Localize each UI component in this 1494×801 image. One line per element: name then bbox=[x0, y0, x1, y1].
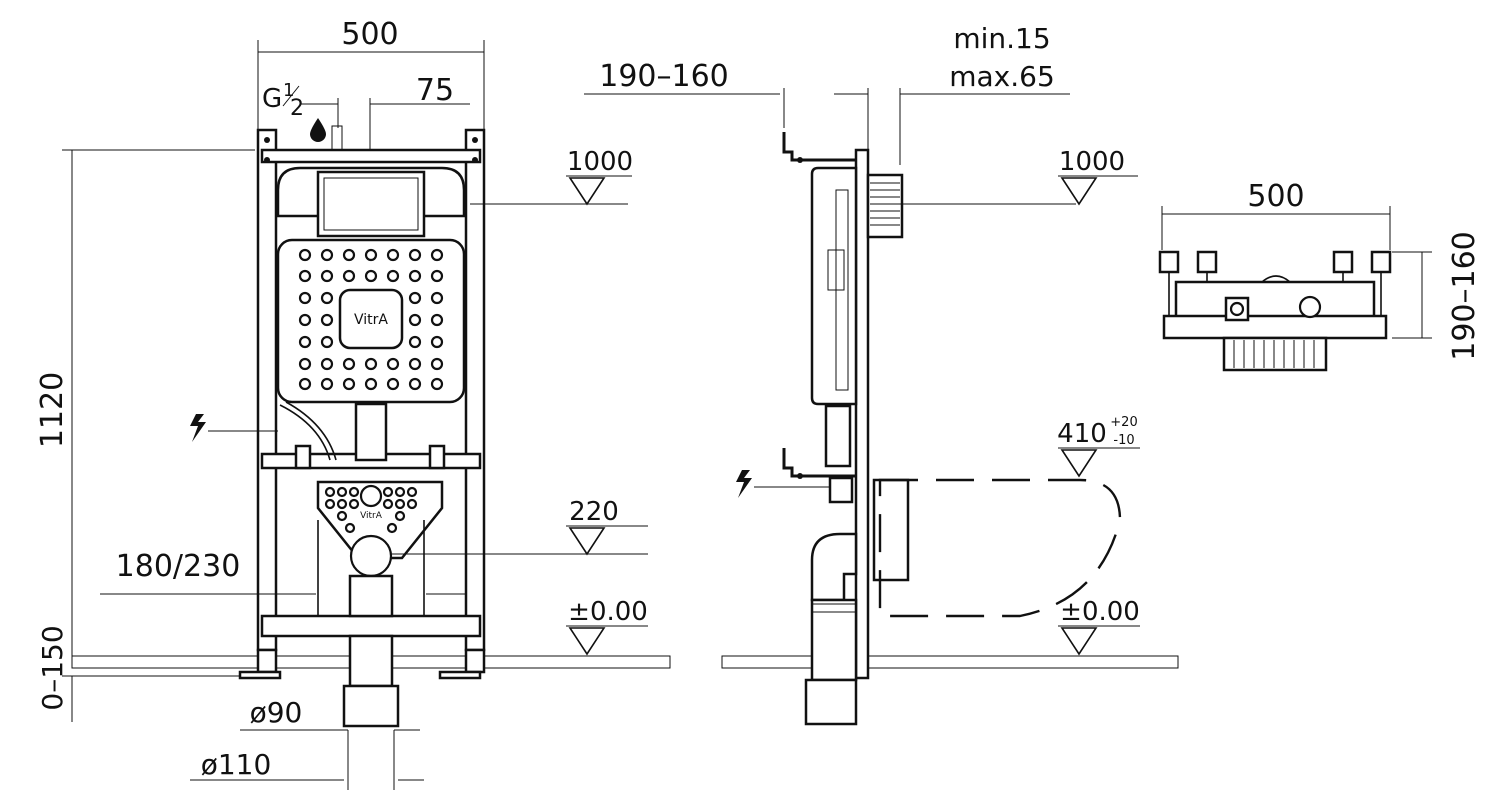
side-inner-pipe bbox=[835, 189, 849, 391]
pipe-large-label: ø110 bbox=[201, 748, 272, 781]
electric-cable-2 bbox=[285, 401, 337, 461]
level-triangle-icon bbox=[568, 177, 606, 206]
top-inlet-arc bbox=[1261, 275, 1291, 283]
side-outlet-bend bbox=[810, 532, 858, 602]
outlet-brand-label: VitrA bbox=[360, 511, 383, 521]
thread-label: G bbox=[262, 84, 282, 114]
top-frame-rail bbox=[1162, 314, 1388, 340]
adjust-label: 0–150 bbox=[36, 625, 69, 710]
front-button-level: 1000 bbox=[567, 147, 633, 177]
top-flush-button-ribs bbox=[1233, 340, 1315, 368]
side-frame-upright bbox=[854, 148, 870, 680]
top-width-label: 500 bbox=[1247, 179, 1304, 214]
outlet-main-hole bbox=[349, 534, 393, 578]
side-bottom-bracket bbox=[782, 448, 856, 478]
flush-button-opening bbox=[316, 170, 426, 238]
top-valve-hole bbox=[1229, 301, 1245, 317]
electric-bolt-icon bbox=[190, 414, 206, 442]
frame-right-foot-plate bbox=[438, 670, 482, 680]
side-distance-label: 180/230 bbox=[116, 549, 241, 584]
top-bracket bbox=[1158, 250, 1180, 274]
side-ground bbox=[721, 655, 1179, 669]
frame-bottom-rail bbox=[260, 614, 482, 638]
outlet-top-hole bbox=[359, 484, 383, 508]
bolt bbox=[264, 137, 270, 143]
side-top-bracket bbox=[782, 132, 856, 162]
front-width-label: 500 bbox=[341, 17, 398, 52]
bolt bbox=[797, 157, 803, 163]
side-flush-button-box bbox=[866, 173, 904, 239]
bowl-level-base: 410 bbox=[1057, 419, 1107, 449]
height-label: 1120 bbox=[35, 372, 70, 448]
drain-socket bbox=[342, 684, 400, 728]
top-flush-button bbox=[1222, 336, 1328, 372]
cistern-holes bbox=[298, 248, 444, 391]
side-drain-pipe bbox=[810, 598, 858, 682]
top-depth-label: 190–160 bbox=[1447, 231, 1482, 361]
water-inlet-pipe bbox=[331, 125, 343, 151]
side-drain-socket bbox=[804, 678, 858, 726]
side-bowl-outline bbox=[878, 478, 1122, 618]
flush-button-inner bbox=[323, 177, 419, 231]
outlet-plate-holes bbox=[324, 486, 418, 534]
level-triangle-icon bbox=[1060, 449, 1098, 478]
level-triangle-icon bbox=[568, 527, 606, 556]
front-floor-level: ±0.00 bbox=[568, 597, 648, 627]
top-bracket bbox=[1370, 250, 1392, 274]
water-drop-icon bbox=[310, 118, 326, 142]
brand-plate bbox=[338, 288, 404, 350]
top-view: 500 190–160 bbox=[1158, 179, 1482, 372]
frame-left-upright bbox=[256, 128, 278, 652]
front-view: 500 G 1 2 75 1120 0–150 bbox=[35, 17, 671, 790]
side-button-level: 1000 bbox=[1059, 147, 1125, 177]
side-max-label: max.65 bbox=[949, 60, 1055, 93]
side-flush-pipe bbox=[824, 404, 852, 468]
front-outlet-level: 220 bbox=[569, 497, 619, 527]
top-inlet-hole bbox=[1298, 295, 1322, 319]
brand-label: VitrA bbox=[354, 312, 388, 328]
frame-left-foot-plate bbox=[238, 670, 282, 680]
bolt bbox=[472, 137, 478, 143]
drain-pipe bbox=[348, 634, 394, 688]
side-cistern bbox=[810, 166, 858, 406]
mid-bracket-left bbox=[294, 444, 312, 470]
outlet-bend bbox=[348, 574, 394, 618]
thread-label-num: 1 bbox=[283, 80, 294, 101]
level-triangle-icon bbox=[1060, 627, 1098, 656]
bolt bbox=[264, 157, 270, 163]
side-electric-box bbox=[828, 476, 854, 504]
thread-label-den: 2 bbox=[290, 96, 304, 121]
level-triangle-icon bbox=[1060, 177, 1098, 206]
electric-bolt-icon bbox=[736, 470, 752, 498]
side-min-label: min.15 bbox=[953, 22, 1050, 55]
bowl-tol-plus: +20 bbox=[1110, 415, 1137, 430]
pipe-small-label: ø90 bbox=[250, 696, 303, 729]
flush-pipe bbox=[354, 402, 388, 462]
frame-right-foot bbox=[464, 648, 486, 674]
offset-label: 75 bbox=[416, 73, 454, 108]
side-floor-level: ±0.00 bbox=[1060, 597, 1140, 627]
electric-cable bbox=[279, 404, 331, 461]
flush-button-ribs bbox=[870, 182, 900, 226]
top-bracket bbox=[1196, 250, 1218, 274]
mid-bracket-right bbox=[428, 444, 446, 470]
frame-right-upright bbox=[464, 128, 486, 652]
top-bracket bbox=[1332, 250, 1354, 274]
thread-fraction-bar bbox=[282, 85, 300, 107]
frame-top-rail bbox=[260, 148, 482, 164]
side-view: 190–160 min.15 max.65 1000 bbox=[584, 22, 1179, 726]
side-depth-label: 190–160 bbox=[599, 59, 729, 94]
bolt bbox=[472, 157, 478, 163]
frame-left-foot bbox=[256, 648, 278, 674]
level-triangle-icon bbox=[568, 627, 606, 656]
bolt bbox=[797, 473, 803, 479]
bowl-tol-minus: -10 bbox=[1113, 433, 1134, 448]
